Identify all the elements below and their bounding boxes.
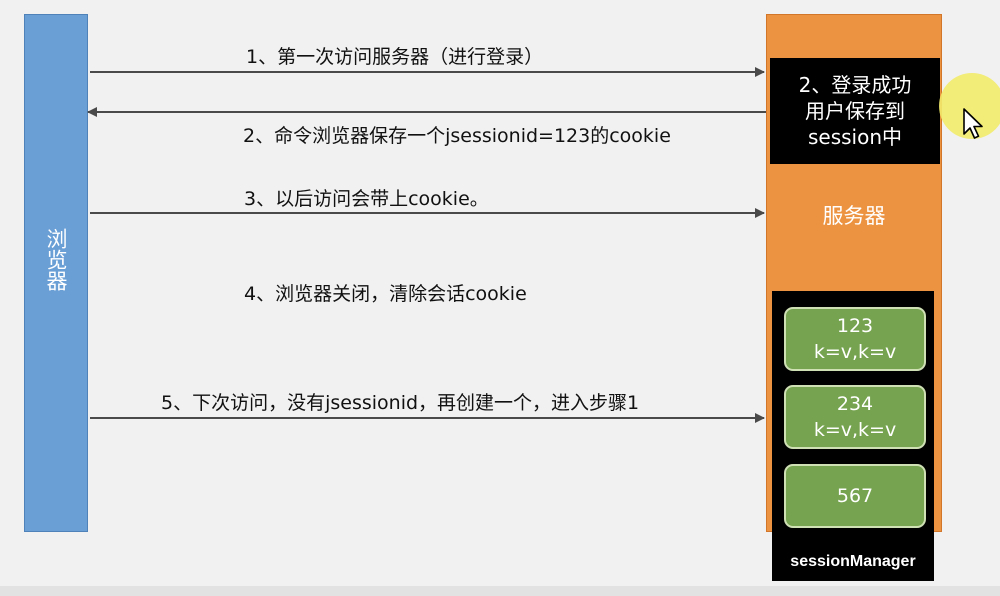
mouse-pointer-icon (962, 107, 984, 145)
bottom-strip (0, 586, 1000, 596)
session-manager-label: sessionManager (790, 553, 916, 570)
session-card: 567 (784, 464, 926, 528)
step-2-label: 2、命令浏览器保存一个jsessionid=123的cookie (243, 125, 671, 147)
step-3-label: 3、以后访问会带上cookie。 (244, 188, 489, 210)
server-label: 服务器 (822, 204, 886, 228)
login-box-line-3: session中 (807, 125, 903, 149)
browser-lifeline (24, 14, 88, 532)
session-manager: 123 k=v,k=v 234 k=v,k=v 567 sessionManag… (772, 291, 934, 581)
session-id: 123 (836, 315, 874, 337)
browser-label: 浏览器 (44, 228, 68, 291)
step-4-label: 4、浏览器关闭，清除会话cookie (244, 283, 527, 305)
login-success-box: 2、登录成功 用户保存到 session中 (770, 58, 940, 164)
session-card: 123 k=v,k=v (784, 307, 926, 371)
step-5-label: 5、下次访问，没有jsessionid，再创建一个，进入步骤1 (161, 392, 640, 414)
session-data: k=v,k=v (813, 341, 897, 363)
step-1-label: 1、第一次访问服务器（进行登录） (246, 46, 544, 68)
login-box-line-2: 用户保存到 (805, 99, 905, 123)
session-id: 234 (836, 393, 874, 415)
login-box-line-1: 2、登录成功 (798, 73, 912, 97)
session-data: k=v,k=v (813, 419, 897, 441)
session-card: 234 k=v,k=v (784, 385, 926, 449)
session-id: 567 (836, 485, 874, 507)
